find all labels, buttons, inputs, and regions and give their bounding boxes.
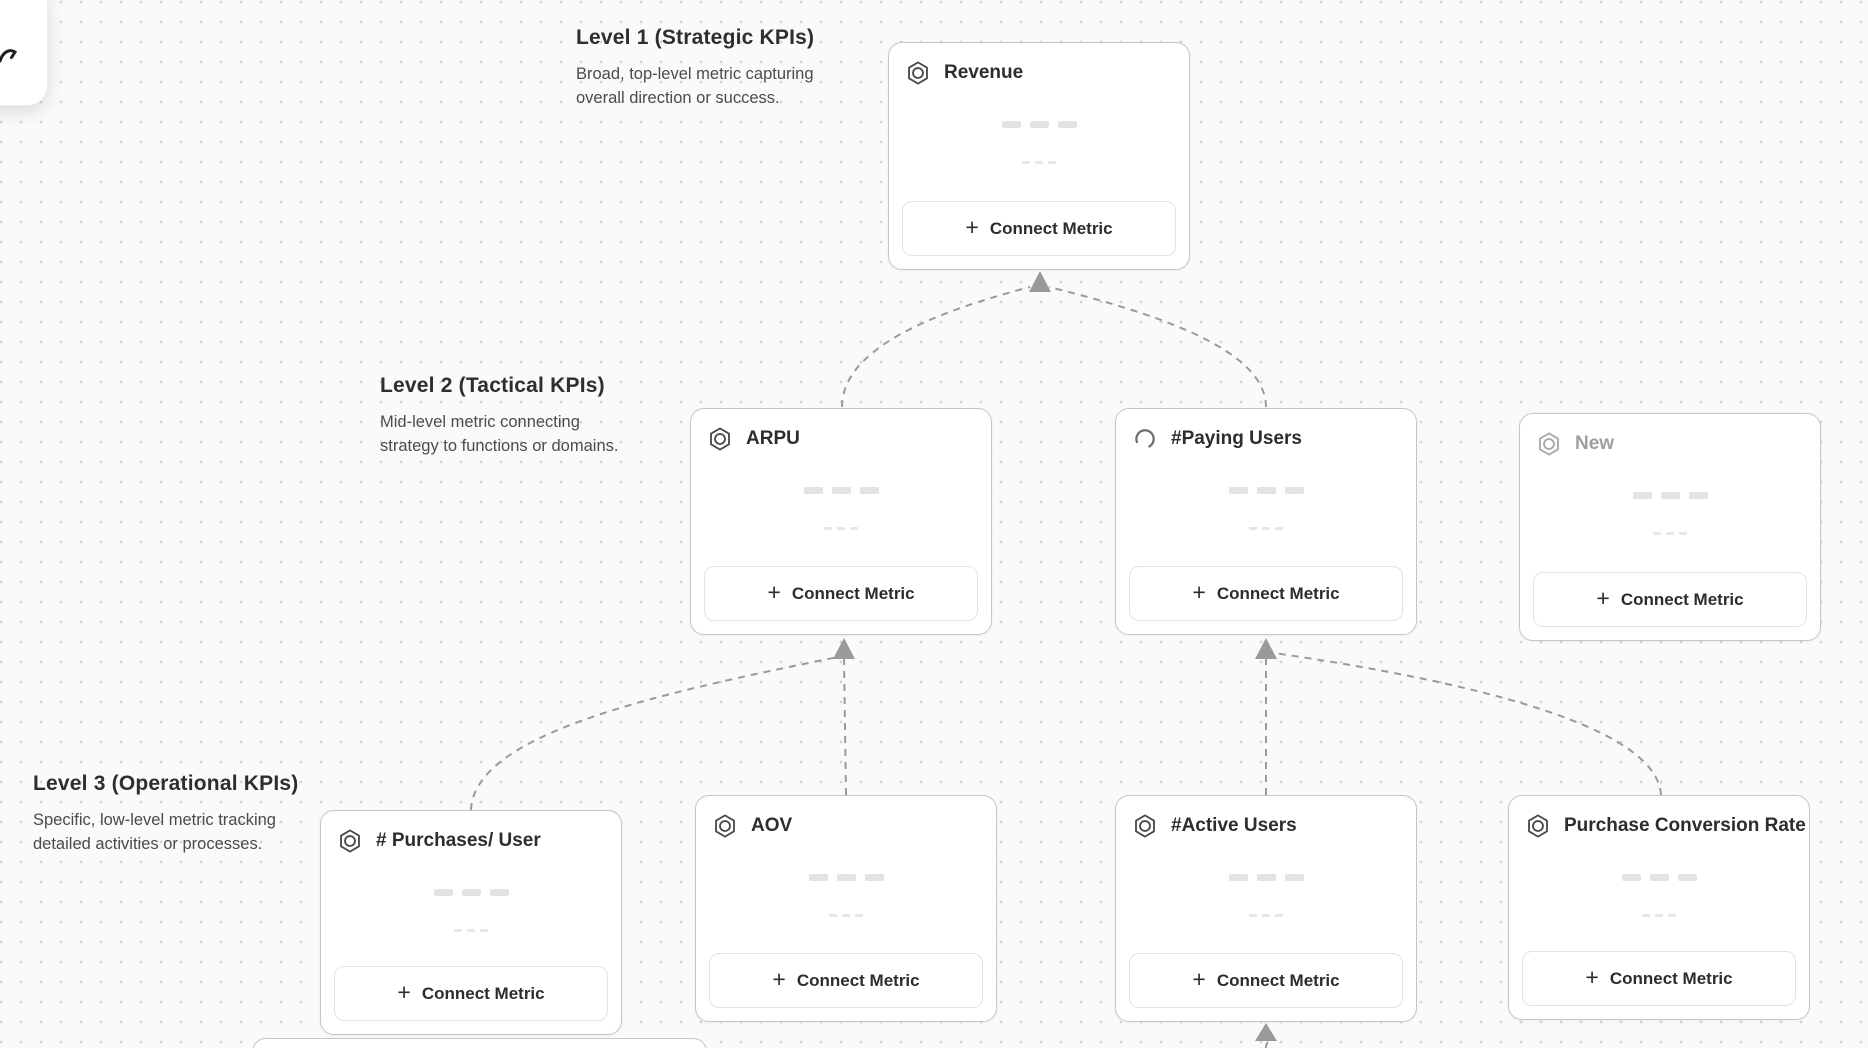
arrowhead-paying-users (1255, 638, 1277, 659)
level-1-description: Broad, top-level metric capturing overal… (576, 65, 814, 107)
metric-node-aov[interactable]: AOV + Connect Metric (695, 795, 997, 1022)
connect-metric-button[interactable]: + Connect Metric (1533, 572, 1807, 627)
skeleton-value-row (696, 874, 996, 881)
node-header: #Paying Users (1116, 409, 1416, 452)
connect-metric-button[interactable]: + Connect Metric (704, 566, 978, 621)
level-3-description: Specific, low-level metric tracking deta… (33, 811, 276, 853)
skeleton-trend-row (1509, 914, 1809, 917)
connect-metric-label: Connect Metric (796, 970, 920, 990)
connect-metric-button[interactable]: + Connect Metric (709, 953, 983, 1008)
edge-pcr-paying (1273, 652, 1662, 796)
spinner-icon (1135, 429, 1155, 448)
skeleton-trend-row (889, 161, 1189, 164)
skeleton-trend-row (321, 929, 621, 932)
plus-icon: + (1192, 579, 1206, 605)
edge-arpu-revenue (841, 286, 1031, 408)
cursor-arrow-icon (0, 49, 17, 63)
skeleton-trend-row (1116, 527, 1416, 530)
arrowhead-revenue (1029, 271, 1051, 292)
metric-node-partial-bottom[interactable] (252, 1038, 707, 1048)
connect-metric-label: Connect Metric (1620, 589, 1744, 609)
node-header: #Active Users (1116, 796, 1416, 839)
arrowhead-arpu (833, 638, 855, 659)
metric-node-paying-users[interactable]: #Paying Users + Connect Metric (1115, 408, 1417, 635)
metric-node-purchase-conversion-rate[interactable]: Purchase Conversion Rate + Connect Metri… (1508, 795, 1810, 1020)
arrowhead-active-users (1255, 1023, 1277, 1041)
node-header: AOV (696, 796, 996, 839)
hexagon-metric-icon (908, 61, 928, 85)
level-2-label: Level 2 (Tactical KPIs) Mid-level metric… (380, 374, 680, 459)
node-title: New (1575, 433, 1615, 454)
metric-node-arpu[interactable]: ARPU + Connect Metric (690, 408, 992, 635)
hexagon-metric-icon (715, 814, 735, 838)
connect-metric-label: Connect Metric (989, 218, 1113, 238)
hexagon-metric-icon (340, 829, 360, 853)
plus-icon: + (772, 966, 786, 992)
node-header: ARPU (691, 409, 991, 452)
skeleton-value-row (1116, 487, 1416, 494)
metric-node-new[interactable]: New + Connect Metric (1519, 413, 1821, 641)
connect-metric-button[interactable]: + Connect Metric (334, 966, 608, 1021)
connect-metric-button[interactable]: + Connect Metric (1522, 951, 1796, 1006)
node-header: Purchase Conversion Rate (1509, 796, 1809, 839)
level-2-title: Level 2 (Tactical KPIs) (380, 374, 605, 397)
floating-toolbar[interactable] (0, 0, 48, 106)
skeleton-value-row (1520, 492, 1820, 499)
edge-below-active (1264, 1041, 1269, 1048)
skeleton-trend-row (1116, 914, 1416, 917)
node-title: # Purchases/ User (376, 830, 541, 851)
node-title: Revenue (944, 62, 1024, 83)
connect-metric-label: Connect Metric (1216, 583, 1340, 603)
plus-icon: + (767, 579, 781, 605)
plus-icon: + (397, 979, 411, 1005)
node-header: New (1520, 414, 1820, 457)
node-header: Revenue (889, 43, 1189, 86)
node-title: AOV (751, 815, 793, 836)
plus-icon: + (1596, 585, 1610, 611)
skeleton-trend-row (696, 914, 996, 917)
connect-metric-button[interactable]: + Connect Metric (1129, 566, 1403, 621)
metric-node-active-users[interactable]: #Active Users + Connect Metric (1115, 795, 1417, 1022)
metric-node-purchases-per-user[interactable]: # Purchases/ User + Connect Metric (320, 810, 622, 1035)
node-title: ARPU (746, 428, 800, 449)
skeleton-trend-row (691, 527, 991, 530)
node-title: #Paying Users (1171, 428, 1302, 449)
level-2-description: Mid-level metric connecting strategy to … (380, 413, 619, 455)
plus-icon: + (1585, 964, 1599, 990)
skeleton-trend-row (1520, 532, 1820, 535)
node-title: Purchase Conversion Rate (1564, 815, 1806, 836)
node-title: #Active Users (1171, 815, 1297, 836)
hexagon-metric-icon (1528, 814, 1548, 838)
plus-icon: + (965, 214, 979, 240)
skeleton-value-row (1116, 874, 1416, 881)
edge-aov-arpu (843, 658, 847, 796)
hexagon-metric-icon (1135, 814, 1155, 838)
edge-purchases-arpu (470, 656, 839, 811)
skeleton-value-row (691, 487, 991, 494)
level-3-label: Level 3 (Operational KPIs) Specific, low… (33, 772, 333, 857)
skeleton-value-row (1509, 874, 1809, 881)
hexagon-metric-icon (710, 427, 730, 451)
level-1-title: Level 1 (Strategic KPIs) (576, 26, 815, 49)
node-header: # Purchases/ User (321, 811, 621, 854)
connect-metric-button[interactable]: + Connect Metric (1129, 953, 1403, 1008)
skeleton-value-row (321, 889, 621, 896)
edge-paying-users-revenue (1048, 286, 1267, 408)
level-3-title: Level 3 (Operational KPIs) (33, 772, 299, 795)
connect-metric-button[interactable]: + Connect Metric (902, 201, 1176, 256)
connect-metric-label: Connect Metric (1216, 970, 1340, 990)
connect-metric-label: Connect Metric (1609, 968, 1733, 988)
level-1-label: Level 1 (Strategic KPIs) Broad, top-leve… (576, 26, 876, 111)
skeleton-value-row (889, 121, 1189, 128)
metric-node-revenue[interactable]: Revenue + Connect Metric (888, 42, 1190, 270)
connect-metric-label: Connect Metric (421, 983, 545, 1003)
connect-metric-label: Connect Metric (791, 583, 915, 603)
plus-icon: + (1192, 966, 1206, 992)
hexagon-metric-icon (1539, 432, 1559, 456)
